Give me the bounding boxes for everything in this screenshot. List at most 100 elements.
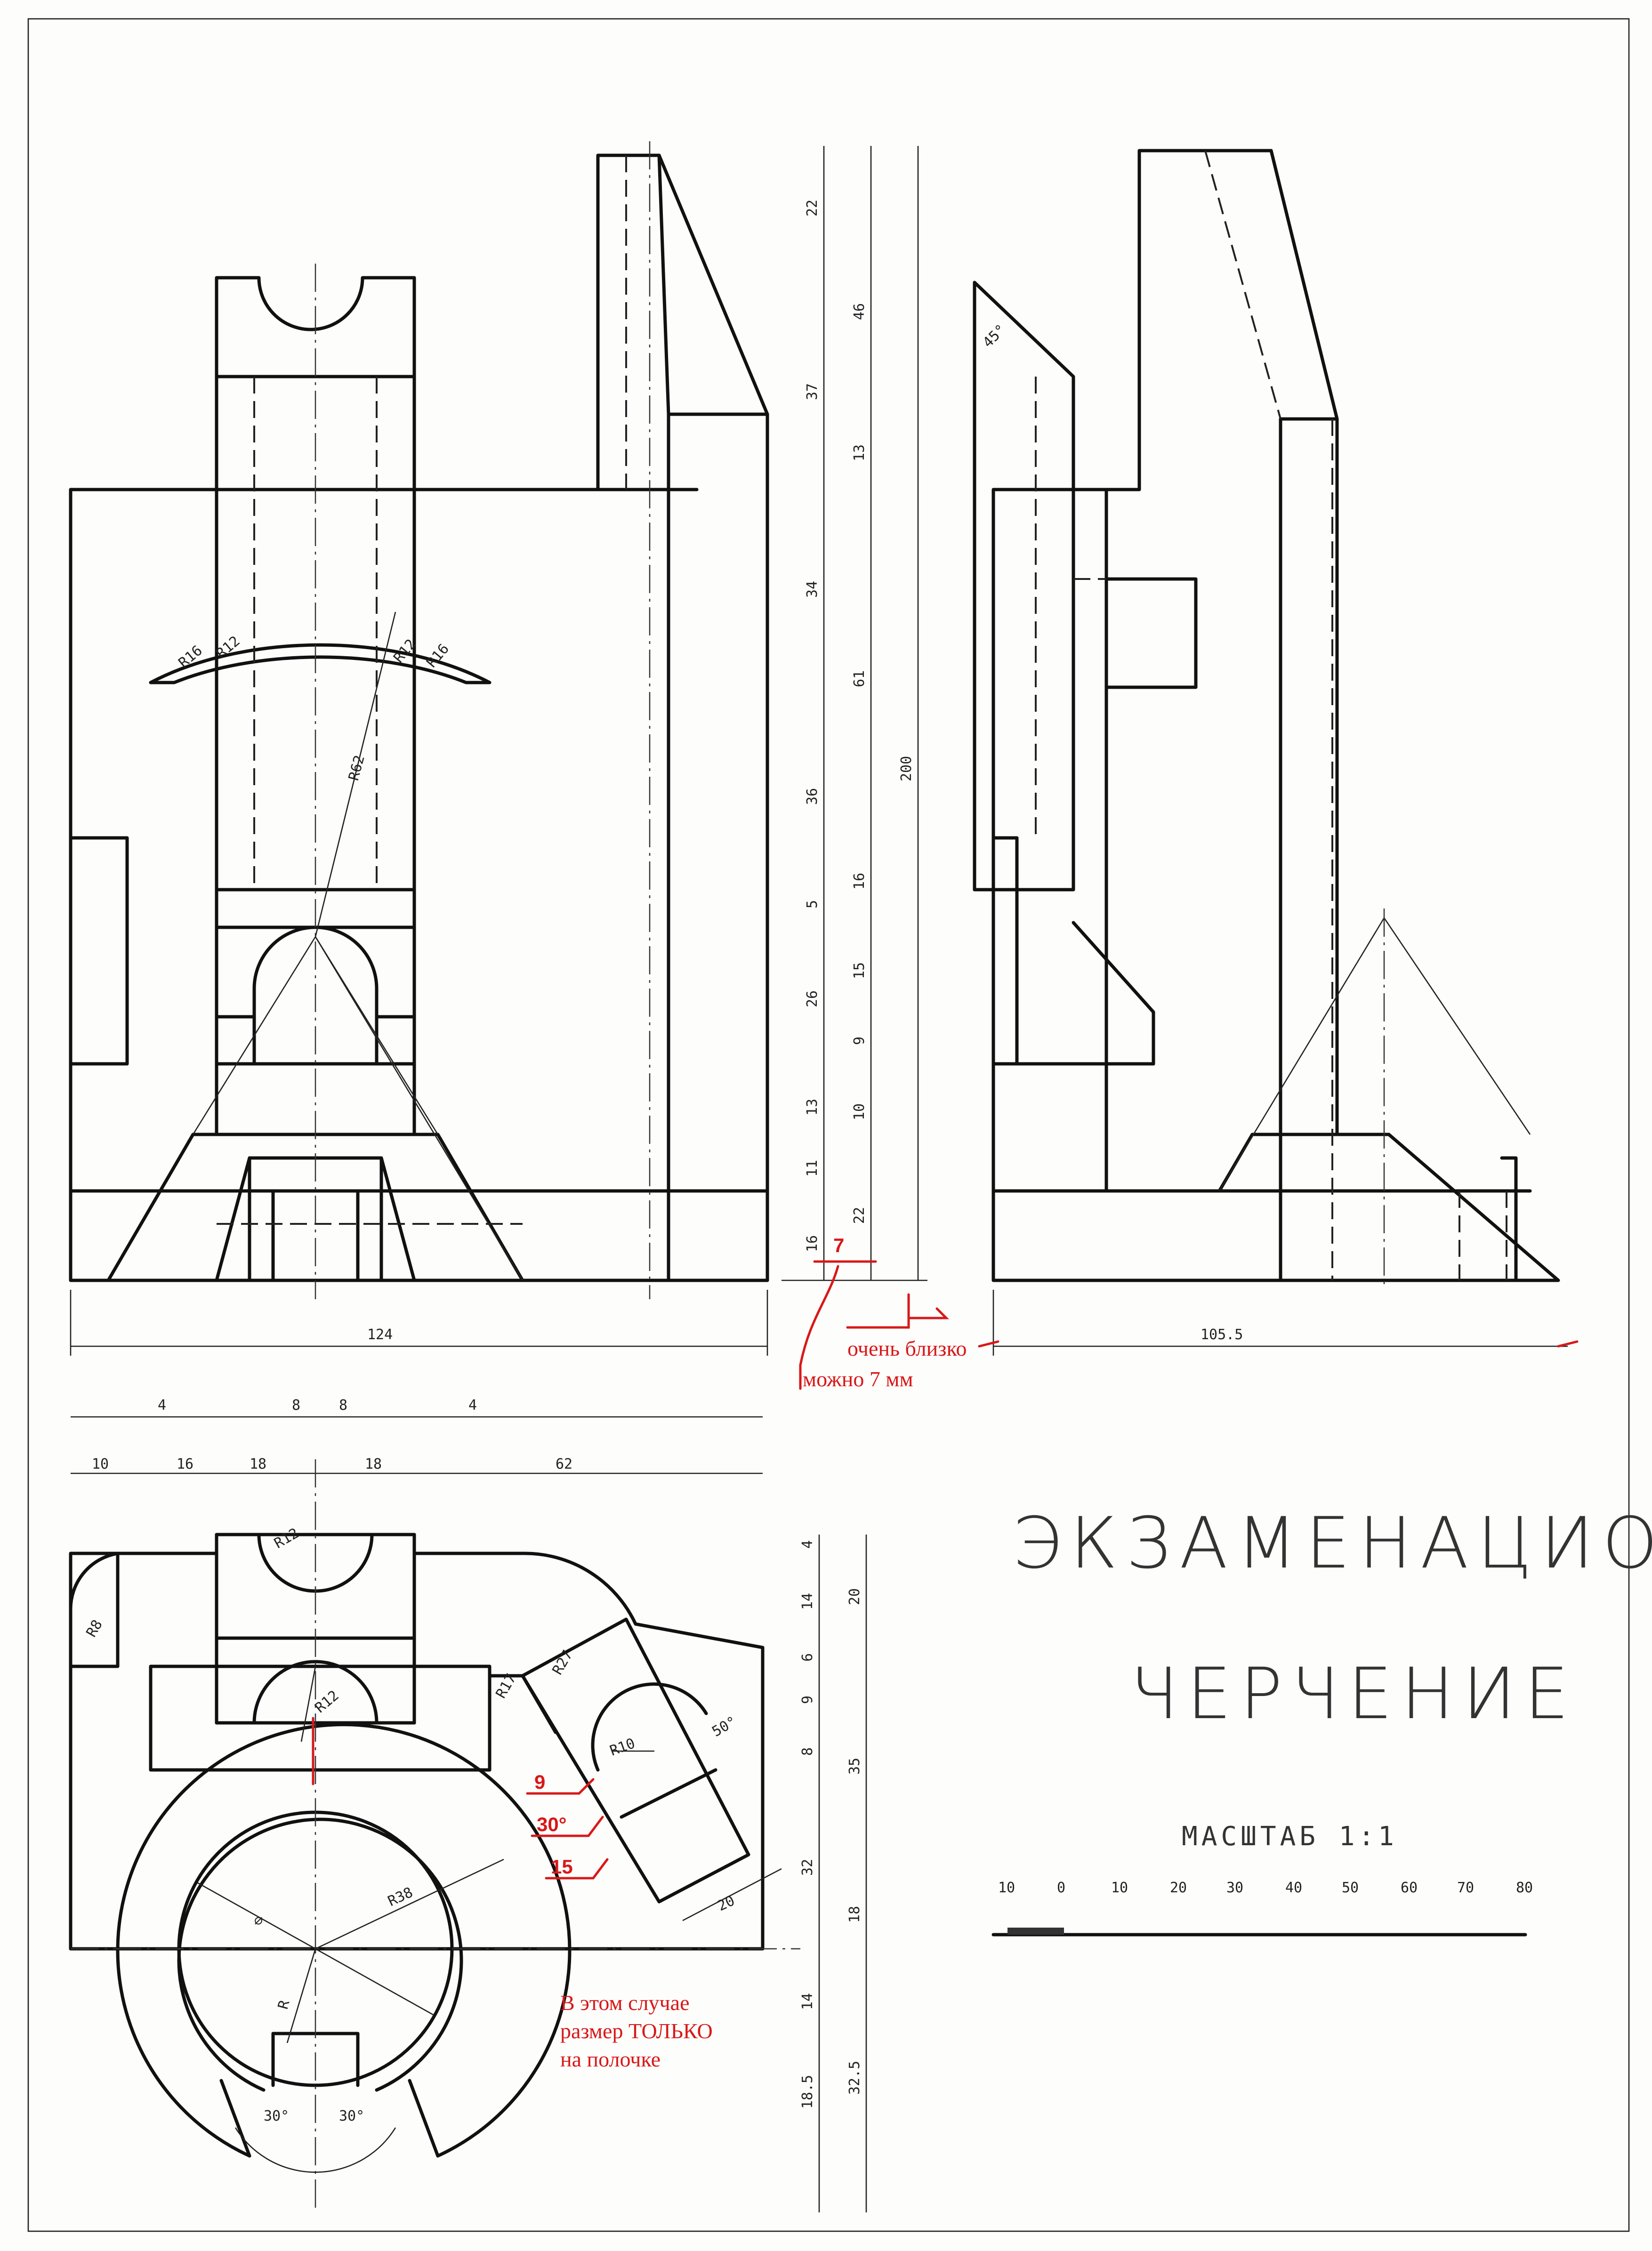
- title-line2: ЧЕРЧЕНИЕ: [1130, 1653, 1577, 1735]
- plan-angle-arc: [234, 2127, 396, 2173]
- red-dim-9: 9: [534, 1771, 545, 1793]
- plan-radius-3: R27: [549, 1648, 576, 1678]
- red-shelf-30: [531, 1816, 604, 1837]
- plan-right-a-1: 14: [799, 1593, 816, 1610]
- side-notch: [1500, 1156, 1518, 1282]
- chain-a-2: 34: [804, 581, 821, 598]
- front-width-dim: 124: [367, 1326, 393, 1343]
- overall-height: 200: [898, 756, 915, 781]
- plan-rotated-arm: [521, 1617, 750, 1904]
- scale-title: МАСШТАБ 1:1: [1182, 1821, 1398, 1852]
- red-shelf-9: [526, 1778, 595, 1795]
- plan-arm-dim-line: [682, 1868, 782, 1921]
- plan-second-dim-3: 18: [365, 1456, 382, 1472]
- chain-a-6: 13: [804, 1099, 821, 1116]
- red-dim-7: 7: [833, 1234, 844, 1256]
- plan-radius-0: R12: [272, 1525, 302, 1552]
- plan-r12-leader: [300, 1666, 316, 1742]
- chain-a-8: 16: [804, 1235, 821, 1252]
- plan-radius-2: R12: [312, 1687, 342, 1716]
- red-corrections-lower: 9 30° 15 В этом случае размер ТОЛЬКО на …: [312, 1717, 713, 2071]
- note-shelf-line1: В этом случае: [560, 1991, 690, 2015]
- plan-radius-6: R38: [386, 1884, 416, 1910]
- plan-right-b-3: 32.5: [846, 2061, 863, 2095]
- plan-second-dim-0: 10: [92, 1456, 109, 1472]
- plan-right-a-5: 32: [799, 1859, 816, 1876]
- front-construct-3: [314, 936, 524, 1281]
- chain-a-3: 36: [804, 788, 821, 805]
- front-view: R16 R12 R12 R16 R62 124: [69, 141, 769, 1356]
- plan-misc-dim-0: 20: [715, 1892, 738, 1914]
- scale-tick-3: 20: [1170, 1880, 1187, 1896]
- chain-b-4: 15: [851, 962, 868, 979]
- chain-b-5: 9: [851, 1037, 868, 1045]
- vertical-dimension-chains: 22 37 34 36 5 26 13 11 16 46 13 61 16 15…: [782, 146, 927, 1281]
- plan-radius-5: R10: [608, 1735, 637, 1759]
- side-outline: [991, 149, 1560, 1282]
- plan-arm-band: [620, 1768, 717, 1819]
- front-tube: [215, 276, 416, 1136]
- front-outline: [69, 153, 769, 1282]
- plan-right-a-3: 9: [799, 1696, 816, 1704]
- plan-right-a-2: 6: [799, 1653, 816, 1662]
- plan-right-a-4: 8: [799, 1747, 816, 1756]
- side-construct: [1218, 916, 1531, 1191]
- side-angle: 45°: [980, 322, 1009, 351]
- red-dim-15: 15: [551, 1856, 573, 1878]
- plan-second-dim-4: 62: [556, 1456, 572, 1472]
- plan-second-dim-2: 18: [250, 1456, 266, 1472]
- note-very-close: очень близко: [847, 1336, 967, 1360]
- chain-b-2: 61: [851, 670, 868, 687]
- chain-a-0: 22: [804, 200, 821, 217]
- side-width-dim: 105.5: [1201, 1326, 1243, 1343]
- chain-b-7: 22: [851, 1207, 868, 1224]
- side-hidden-1: [1204, 150, 1281, 419]
- scale-tick-9: 80: [1516, 1880, 1533, 1896]
- note-can-7mm: можно 7 мм: [803, 1367, 913, 1391]
- side-slanted-arm: [973, 281, 1075, 892]
- plan-right-a-7: 18.5: [799, 2075, 816, 2109]
- plan-right-a-6: 14: [799, 1993, 816, 2010]
- front-curved-handle: [149, 643, 492, 684]
- red-arrow: [907, 1307, 950, 1319]
- front-radius-1: R16: [176, 642, 206, 671]
- front-left-notch: [69, 836, 129, 1066]
- note-shelf-line3: на полочке: [560, 2047, 661, 2071]
- front-r62-leader: [314, 611, 396, 937]
- plan-r-leader: [286, 1948, 316, 2043]
- plan-radius-mark: R: [275, 1998, 293, 2011]
- scale-tick-8: 70: [1457, 1880, 1474, 1896]
- plan-right-b-2: 18: [846, 1906, 863, 1923]
- side-tab: [1104, 577, 1198, 689]
- plan-right-b-1: 35: [846, 1758, 863, 1775]
- scale-tick-4: 30: [1226, 1880, 1243, 1896]
- front-slant: [657, 153, 670, 416]
- chain-b-6: 10: [851, 1103, 868, 1120]
- plan-second-dim-1: 16: [177, 1456, 193, 1472]
- side-base-slant: [1217, 1133, 1391, 1193]
- front-construct-1: [192, 936, 316, 1135]
- red-tick-1: [978, 1340, 999, 1348]
- red-leader-1: [799, 1265, 839, 1367]
- scale-tick-7: 60: [1401, 1880, 1418, 1896]
- scale-tick-6: 50: [1342, 1880, 1359, 1896]
- front-radius-5: R62: [346, 754, 368, 782]
- chain-a-7: 11: [804, 1160, 821, 1177]
- red-tick-2: [1557, 1340, 1579, 1348]
- scale-ruler-block: [1007, 1928, 1064, 1935]
- plan-top-dim-2: 8: [339, 1397, 347, 1414]
- chain-b-0: 46: [851, 303, 868, 320]
- sheet-frame: [27, 18, 1630, 2232]
- side-bevel: [1072, 921, 1155, 1066]
- chain-a-4: 5: [804, 900, 821, 908]
- plan-view: 4 8 8 4 10 16 18 18 62: [69, 1397, 867, 2212]
- plan-angle-1: 30°: [264, 2108, 289, 2124]
- chain-a-5: 26: [804, 990, 821, 1007]
- plan-top-dim-1: 8: [292, 1397, 300, 1414]
- plan-right-b-0: 20: [846, 1588, 863, 1605]
- scale-tick-0: 10: [998, 1880, 1015, 1896]
- plan-ring-cuts: [219, 2079, 440, 2158]
- plan-outer-ring: [116, 1723, 572, 2158]
- plan-angle-2: 30°: [339, 2108, 364, 2124]
- chain-b-1: 13: [851, 444, 868, 461]
